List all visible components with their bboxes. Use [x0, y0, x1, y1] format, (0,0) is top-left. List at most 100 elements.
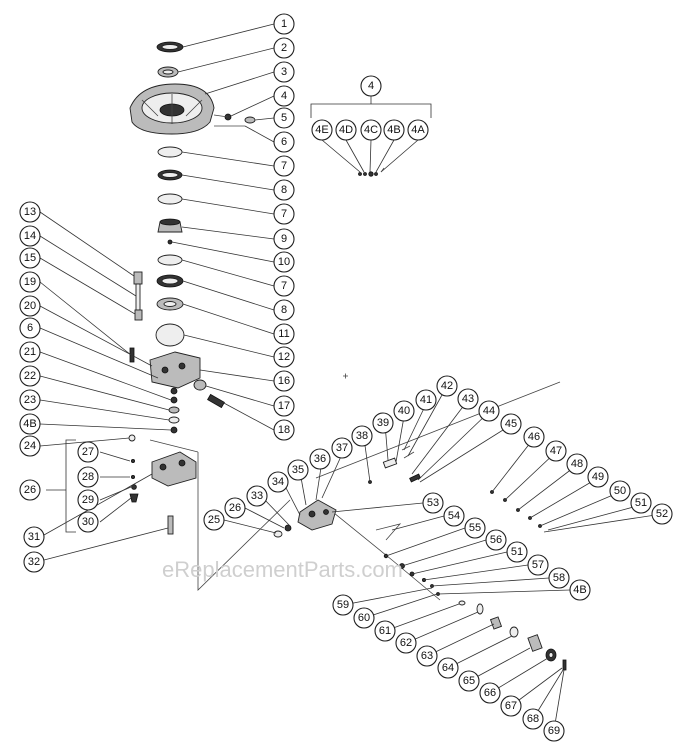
part-washer-7b	[157, 193, 183, 205]
callout-39: 39	[372, 412, 394, 434]
svg-text:22: 22	[24, 370, 36, 382]
svg-text:7: 7	[281, 208, 287, 220]
callout-11: 11	[273, 323, 295, 345]
part-44	[409, 473, 421, 483]
callout-4B: 4B	[383, 119, 405, 141]
svg-text:58: 58	[553, 572, 565, 584]
svg-text:51: 51	[511, 546, 523, 558]
callout-1: 1	[273, 13, 295, 35]
svg-text:38: 38	[356, 430, 368, 442]
callout-19: 19	[19, 271, 41, 293]
svg-text:23: 23	[24, 394, 36, 406]
svg-text:3: 3	[281, 66, 287, 78]
svg-text:53: 53	[427, 497, 439, 509]
callout-54: 54	[443, 505, 465, 527]
svg-text:44: 44	[483, 405, 495, 417]
part-69	[562, 659, 567, 671]
svg-text:9: 9	[281, 233, 287, 245]
part-40	[382, 457, 398, 469]
svg-text:7: 7	[281, 160, 287, 172]
callout-4A: 4A	[407, 119, 429, 141]
svg-text:62: 62	[400, 637, 412, 649]
callout-23: 23	[19, 389, 41, 411]
svg-text:21: 21	[24, 346, 36, 358]
svg-text:49: 49	[592, 471, 604, 483]
watermark-text: eReplacementParts.com	[162, 557, 403, 582]
callouts: 1 2 3 4 5 6 7 8 7 9 10 7 8 11 12 16 17 1…	[19, 13, 673, 742]
svg-text:35: 35	[292, 464, 304, 476]
svg-text:8: 8	[281, 304, 287, 316]
svg-text:25: 25	[208, 514, 220, 526]
svg-text:26: 26	[229, 502, 241, 514]
part-25	[273, 530, 283, 538]
part-54	[375, 523, 402, 541]
callout-57: 57	[527, 554, 549, 576]
callout-27: 27	[77, 441, 99, 463]
svg-text:12: 12	[278, 351, 290, 363]
svg-text:39: 39	[377, 417, 389, 429]
callout-44: 44	[478, 400, 500, 422]
callout-8a: 8	[273, 179, 295, 201]
svg-text:19: 19	[24, 276, 36, 288]
part-bolt-32	[167, 515, 174, 535]
part-disc-12	[155, 323, 185, 347]
callout-18: 18	[273, 419, 295, 441]
svg-text:10: 10	[278, 256, 290, 268]
callout-15: 15	[19, 247, 41, 269]
callout-22: 22	[19, 365, 41, 387]
callout-4B-right: 4B	[569, 579, 591, 601]
callout-66: 66	[479, 682, 501, 704]
part-washer-7c	[157, 254, 183, 266]
svg-text:63: 63	[421, 650, 433, 662]
callout-12: 12	[273, 346, 295, 368]
callout-53: 53	[422, 492, 444, 514]
callout-5: 5	[273, 107, 295, 129]
svg-text:41: 41	[420, 394, 432, 406]
part-23	[168, 416, 180, 424]
svg-text:69: 69	[548, 725, 560, 737]
svg-text:34: 34	[272, 476, 284, 488]
svg-text:47: 47	[550, 445, 562, 457]
svg-text:4D: 4D	[339, 124, 353, 136]
callout-33: 33	[246, 485, 268, 507]
svg-text:8: 8	[281, 184, 287, 196]
lower-left-assembly	[128, 434, 291, 591]
svg-text:68: 68	[527, 713, 539, 725]
callout-8b: 8	[273, 299, 295, 321]
callout-9: 9	[273, 228, 295, 250]
svg-text:36: 36	[314, 453, 326, 465]
callout-47: 47	[545, 440, 567, 462]
callout-69: 69	[543, 720, 565, 742]
svg-text:42: 42	[441, 380, 453, 392]
callout-64: 64	[437, 657, 459, 679]
part-block-26	[151, 451, 197, 487]
svg-text:27: 27	[82, 446, 94, 458]
svg-text:7: 7	[281, 280, 287, 292]
callout-32: 32	[23, 551, 45, 573]
svg-text:50: 50	[614, 485, 626, 497]
svg-text:4B: 4B	[23, 418, 36, 430]
callout-60: 60	[353, 607, 375, 629]
callout-26: 26	[19, 479, 41, 501]
svg-text:20: 20	[24, 300, 36, 312]
callout-16: 16	[273, 370, 295, 392]
callout-24: 24	[19, 435, 41, 457]
svg-text:65: 65	[463, 675, 475, 687]
callout-7c: 7	[273, 275, 295, 297]
svg-text:55: 55	[469, 522, 481, 534]
callout-2: 2	[273, 37, 295, 59]
svg-text:46: 46	[528, 431, 540, 443]
svg-text:16: 16	[278, 375, 290, 387]
part-manifold-16	[149, 351, 201, 389]
part-pin-14	[135, 283, 141, 311]
svg-text:57: 57	[532, 559, 544, 571]
callout-4: 4	[273, 85, 295, 107]
svg-text:60: 60	[358, 612, 370, 624]
callout-30: 30	[77, 511, 99, 533]
callout-4-group: 4	[360, 75, 382, 97]
callout-59: 59	[332, 594, 354, 616]
callout-63: 63	[416, 645, 438, 667]
callout-28: 28	[77, 466, 99, 488]
part-33	[284, 524, 292, 532]
part-spring-15	[134, 309, 143, 321]
